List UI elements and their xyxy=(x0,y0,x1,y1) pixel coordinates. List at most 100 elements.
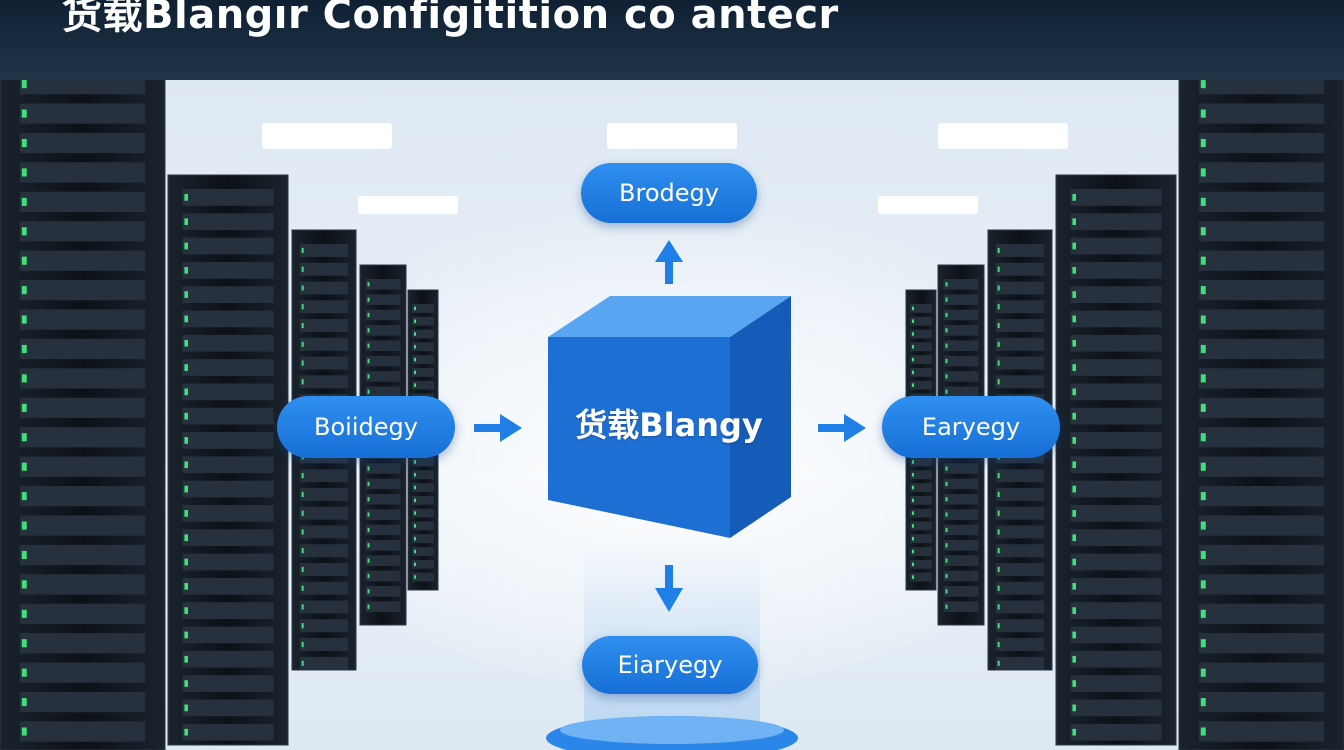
rack-unit xyxy=(1198,132,1325,154)
status-led xyxy=(301,360,304,366)
status-led xyxy=(301,585,304,591)
status-led xyxy=(184,266,188,274)
rack-unit xyxy=(182,505,274,522)
status-led xyxy=(21,374,27,383)
rack-unit xyxy=(1070,359,1162,376)
node-right-label: Earyegy xyxy=(921,413,1021,441)
status-led xyxy=(997,247,1000,254)
rack-unit xyxy=(910,367,932,377)
rack-unit xyxy=(1198,485,1325,507)
rack-unit xyxy=(1198,544,1325,566)
rack-unit xyxy=(182,650,274,668)
status-led xyxy=(301,566,304,573)
status-led xyxy=(301,266,304,272)
node-right: Earyegy xyxy=(882,396,1060,458)
status-led xyxy=(184,680,188,687)
rack-unit xyxy=(910,559,932,569)
rack-unit xyxy=(995,656,1045,670)
status-led xyxy=(367,589,370,594)
status-led xyxy=(414,498,416,503)
status-led xyxy=(1200,698,1206,707)
rack-unit xyxy=(910,355,932,364)
rack-unit xyxy=(1198,338,1325,360)
rack-unit xyxy=(943,340,979,351)
rack-unit xyxy=(1198,191,1325,212)
rack-unit xyxy=(365,555,401,566)
status-led xyxy=(414,575,416,579)
status-led xyxy=(414,472,416,477)
status-led xyxy=(1200,227,1206,236)
status-led xyxy=(1200,138,1206,148)
status-led xyxy=(21,256,27,265)
status-led xyxy=(1072,485,1076,493)
status-led xyxy=(945,512,948,517)
status-led xyxy=(1200,197,1206,206)
rack-unit xyxy=(943,524,979,536)
status-led xyxy=(1072,510,1076,517)
status-led xyxy=(184,728,188,736)
status-led xyxy=(1072,242,1076,250)
rack-unit xyxy=(182,213,274,231)
rack-unit xyxy=(365,570,401,582)
rack-unit xyxy=(943,325,979,336)
rack-unit xyxy=(299,619,349,633)
status-led xyxy=(945,573,948,579)
rack-unit xyxy=(1070,189,1162,206)
status-led xyxy=(367,512,370,517)
rack-unit xyxy=(943,355,979,367)
status-led xyxy=(1072,582,1076,590)
rack-unit xyxy=(365,586,401,597)
status-led xyxy=(997,473,1000,479)
node-top: Brodegy xyxy=(581,163,757,223)
status-led xyxy=(367,328,370,333)
status-led xyxy=(997,604,1000,610)
status-led xyxy=(367,343,370,348)
status-led xyxy=(997,360,1000,366)
rack-unit xyxy=(910,470,932,480)
rack-unit xyxy=(182,261,274,279)
status-led xyxy=(1072,194,1076,201)
rack-unit xyxy=(1070,505,1162,522)
rack-unit xyxy=(910,316,932,326)
status-led xyxy=(1072,291,1076,298)
status-led xyxy=(945,343,948,348)
rack-unit xyxy=(1198,427,1325,448)
status-led xyxy=(184,364,188,371)
rack-unit xyxy=(995,563,1045,576)
status-led xyxy=(912,357,914,362)
rack-unit xyxy=(365,509,401,520)
rack-unit xyxy=(1070,602,1162,620)
rack-unit xyxy=(182,699,274,717)
rack-unit xyxy=(943,509,979,520)
status-led xyxy=(912,306,914,311)
rack-unit xyxy=(910,547,932,556)
status-led xyxy=(945,358,948,364)
rack-unit xyxy=(365,325,401,336)
rack-unit xyxy=(943,463,979,474)
rack-unit xyxy=(412,380,434,390)
status-led xyxy=(184,437,188,444)
rack-unit xyxy=(412,329,434,339)
status-led xyxy=(997,660,1000,666)
status-led xyxy=(21,580,27,589)
status-led xyxy=(1072,680,1076,687)
rack-unit xyxy=(19,368,146,389)
status-led xyxy=(21,550,27,560)
rack-unit xyxy=(943,555,979,566)
rack-unit xyxy=(1198,250,1325,271)
rack-unit xyxy=(299,300,349,314)
rack-unit xyxy=(365,601,401,612)
status-led xyxy=(414,524,416,528)
status-led xyxy=(1072,388,1076,396)
status-led xyxy=(21,698,27,707)
rack-unit xyxy=(412,508,434,518)
rack-unit xyxy=(995,262,1045,276)
rack-unit xyxy=(995,525,1045,539)
status-led xyxy=(997,623,1000,629)
rack-unit xyxy=(412,483,434,492)
rack-unit xyxy=(1070,334,1162,352)
status-led xyxy=(414,511,416,515)
rack-unit xyxy=(943,294,979,305)
rack-unit xyxy=(299,656,349,670)
rack-unit xyxy=(365,493,401,505)
